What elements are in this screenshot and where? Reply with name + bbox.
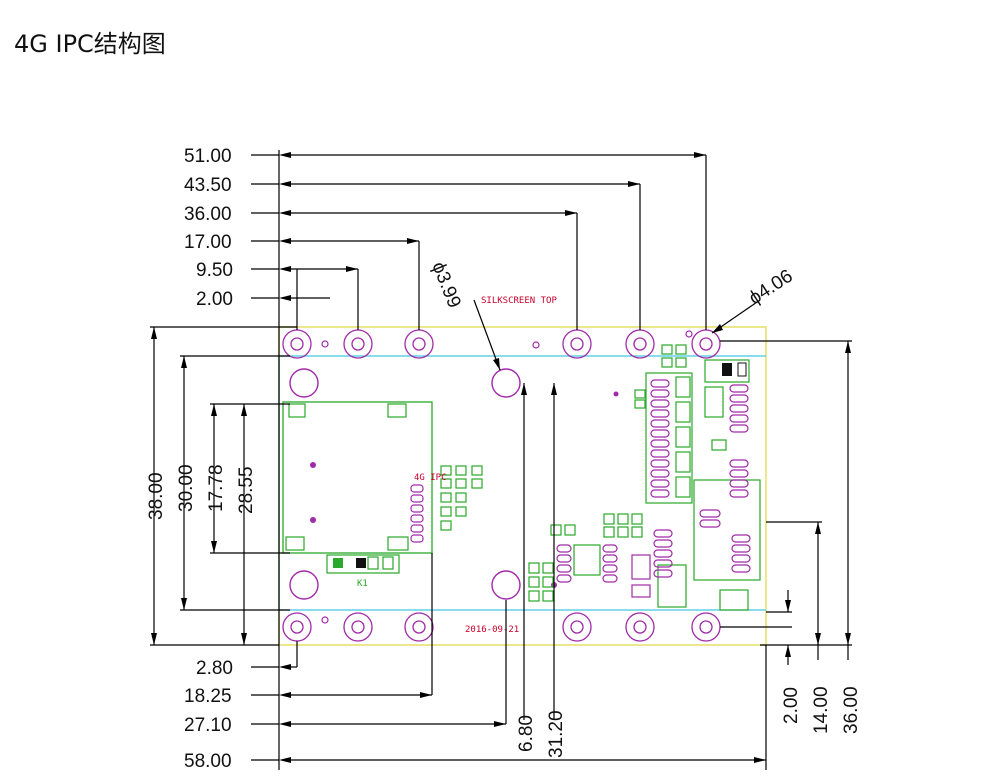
dim-left-30: 30.00 — [176, 464, 197, 512]
dim-top-2: 2.00 — [196, 289, 233, 310]
dim-top-36: 36.00 — [184, 204, 232, 225]
module-area — [282, 401, 433, 554]
dim-hole-3-99: ϕ3.99 — [427, 259, 464, 311]
dim-right-36: 36.00 — [841, 686, 862, 734]
dim-right-2: 2.00 — [781, 687, 802, 724]
silkscreen-label: SILKSCREEN TOP — [481, 296, 557, 306]
board-outline — [278, 326, 767, 646]
dim-top-17: 17.00 — [184, 232, 232, 253]
dim-31-2: 31.20 — [546, 710, 567, 758]
dim-bottom-58: 58.00 — [184, 751, 232, 772]
dim-bottom-27-1: 27.10 — [184, 715, 232, 736]
module-label: 4G IPC — [414, 473, 447, 483]
date-label: 2016-09-21 — [465, 625, 519, 635]
page-title: 4G IPC结构图 — [14, 30, 166, 58]
dim-left-28-55: 28.55 — [236, 466, 257, 514]
connector-label: K1 — [357, 579, 368, 589]
dim-top-43-5: 43.50 — [184, 175, 232, 196]
dim-hole-4-06: ϕ4.06 — [745, 266, 796, 310]
dim-6-8: 6.80 — [516, 715, 537, 752]
dim-bottom-18-25: 18.25 — [184, 686, 232, 707]
dim-bottom-2-8: 2.80 — [196, 658, 233, 679]
dim-left-38: 38.00 — [146, 472, 167, 520]
dim-right-14: 14.00 — [811, 686, 832, 734]
dim-top-9-5: 9.50 — [196, 260, 233, 281]
dim-top-51: 51.00 — [184, 146, 232, 167]
dimension-lines — [150, 150, 852, 770]
dim-left-17-78: 17.78 — [206, 464, 227, 512]
